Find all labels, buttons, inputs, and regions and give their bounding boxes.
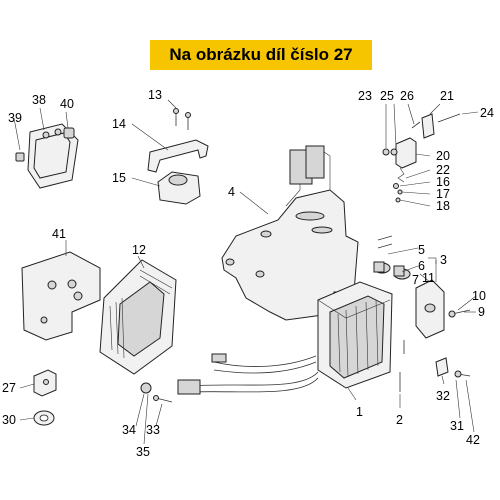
part-1-transformer — [317, 281, 393, 389]
part-23-25-screws — [382, 148, 398, 156]
label-3: 3 — [440, 253, 447, 267]
label-32: 32 — [436, 389, 450, 403]
part-3-spacers — [373, 261, 411, 280]
part-labels: 1 2 3 4 5 6 7 9 10 11 12 13 14 15 16 17 … — [2, 88, 494, 459]
label-6: 6 — [418, 259, 425, 273]
part-screws-center — [377, 235, 405, 392]
part-20-sensor — [395, 137, 417, 169]
part-38-switch-box — [27, 123, 79, 189]
part-22-spring — [397, 167, 405, 183]
part-10-bolt — [448, 309, 471, 318]
label-15: 15 — [112, 171, 126, 185]
part-15-relay — [157, 171, 201, 205]
part-39-nut — [15, 152, 25, 162]
label-34: 34 — [122, 423, 136, 437]
part-9-11-bracket — [415, 279, 445, 339]
leader-lines — [13, 99, 479, 445]
part-33-35-fasteners — [140, 382, 173, 403]
part-31-42-bolts — [454, 370, 471, 378]
part-12-ignition-module — [99, 259, 177, 375]
label-39: 39 — [8, 111, 22, 125]
part-40-bushing — [63, 127, 75, 139]
label-22: 22 — [436, 163, 450, 177]
label-30: 30 — [2, 413, 16, 427]
label-2: 2 — [396, 413, 403, 427]
label-13: 13 — [148, 88, 162, 102]
label-10: 10 — [472, 289, 486, 303]
label-33: 33 — [146, 423, 160, 437]
part-30-washer — [33, 410, 55, 426]
part-13-screws — [173, 108, 191, 130]
label-16: 16 — [436, 175, 450, 189]
part-24-26-pins — [411, 113, 461, 129]
label-9: 9 — [478, 305, 485, 319]
title-banner: Na obrázku díl číslo 27 — [150, 40, 372, 70]
label-27: 27 — [2, 381, 16, 395]
label-14: 14 — [112, 117, 126, 131]
part-4-mounting-plate — [221, 145, 359, 321]
label-5: 5 — [418, 243, 425, 257]
banner-text: Na obrázku díl číslo 27 — [169, 45, 353, 64]
label-35: 35 — [136, 445, 150, 459]
label-38: 38 — [32, 93, 46, 107]
part-16-18-small-parts — [393, 183, 403, 203]
label-41: 41 — [52, 227, 66, 241]
label-4: 4 — [228, 185, 235, 199]
wiring-harness — [177, 353, 319, 395]
part-41-side-plate — [21, 251, 101, 341]
label-42: 42 — [466, 433, 480, 447]
label-31: 31 — [450, 419, 464, 433]
label-20: 20 — [436, 149, 450, 163]
label-1: 1 — [356, 405, 363, 419]
label-21: 21 — [440, 89, 454, 103]
label-7: 7 — [412, 273, 419, 287]
label-12: 12 — [132, 243, 146, 257]
part-32-plate — [435, 357, 449, 377]
label-23: 23 — [358, 89, 372, 103]
label-24: 24 — [480, 106, 494, 120]
label-40: 40 — [60, 97, 74, 111]
label-11: 11 — [422, 271, 435, 285]
part-27-connector — [33, 369, 57, 397]
label-17: 17 — [436, 187, 450, 201]
label-25: 25 — [380, 89, 394, 103]
label-18: 18 — [436, 199, 450, 213]
part-21-bracket — [421, 113, 435, 139]
part-14-bracket — [147, 139, 209, 173]
label-26: 26 — [400, 89, 414, 103]
